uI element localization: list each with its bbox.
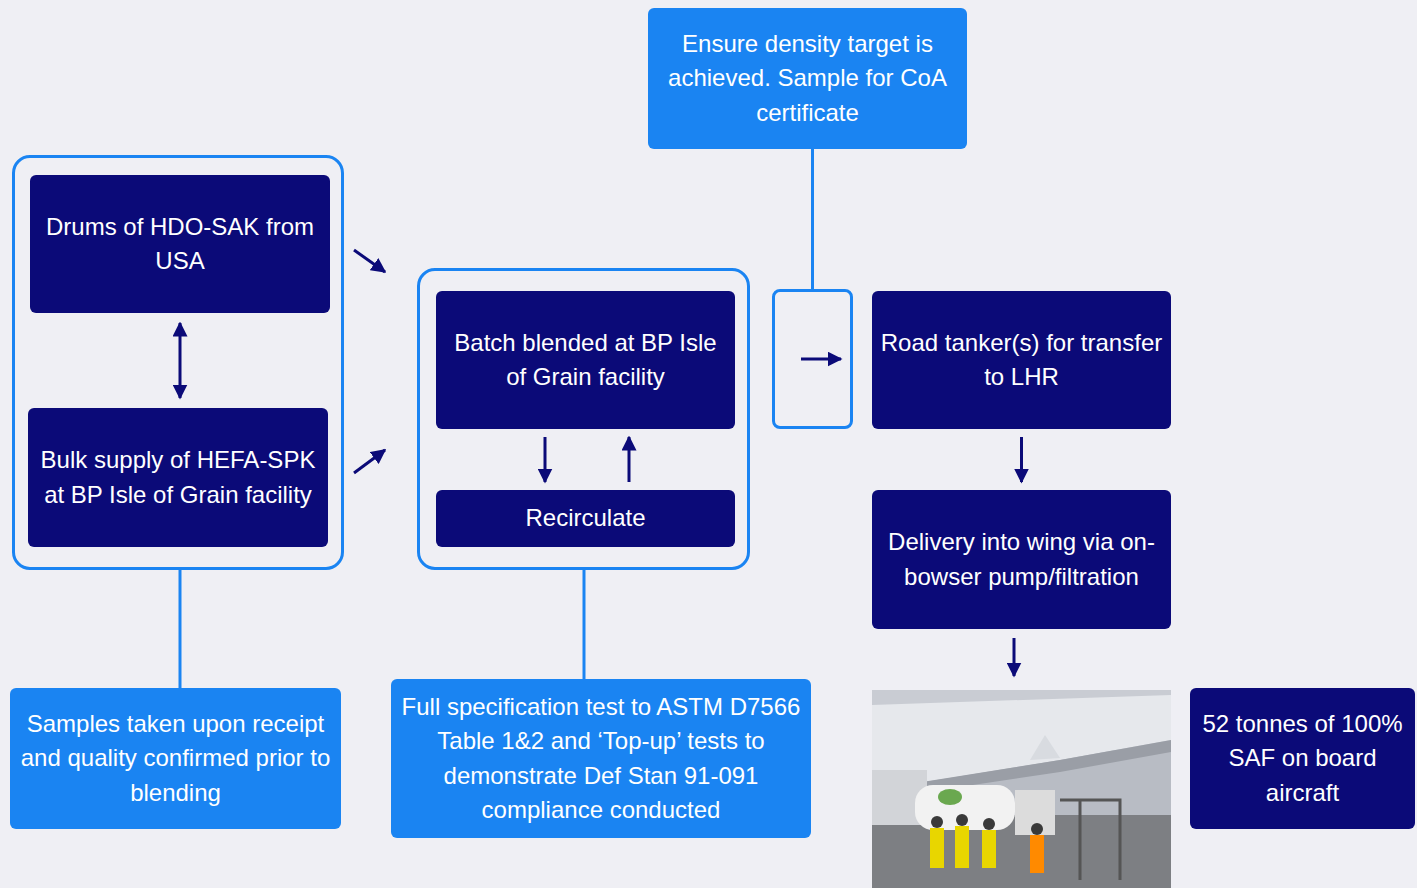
box-label: Samples taken upon receipt and quality c… bbox=[10, 701, 341, 815]
process-box: Drums of HDO-SAK from USA bbox=[30, 175, 330, 313]
box-label: Ensure density target is achieved. Sampl… bbox=[648, 21, 967, 135]
flow-arrow bbox=[628, 437, 631, 482]
leader-line bbox=[583, 570, 586, 679]
box-label: Batch blended at BP Isle of Grain facili… bbox=[436, 320, 735, 400]
note-box: Ensure density target is achieved. Sampl… bbox=[648, 8, 967, 149]
flow-arrow bbox=[1020, 437, 1023, 482]
process-box: Road tanker(s) for transfer to LHR bbox=[872, 291, 1171, 429]
leader-line bbox=[179, 570, 182, 688]
note-box: Samples taken upon receipt and quality c… bbox=[10, 688, 341, 829]
flow-arrow bbox=[354, 250, 385, 272]
process-box: Batch blended at BP Isle of Grain facili… bbox=[436, 291, 735, 429]
box-label: Drums of HDO-SAK from USA bbox=[30, 204, 330, 284]
flow-arrow bbox=[179, 323, 182, 398]
box-label: Bulk supply of HEFA-SPK at BP Isle of Gr… bbox=[28, 437, 328, 517]
transfer-arrow bbox=[783, 349, 843, 369]
leader-line bbox=[811, 149, 814, 289]
box-label: 52 tonnes of 100% SAF on board aircraft bbox=[1190, 701, 1415, 815]
process-box: 52 tonnes of 100% SAF on board aircraft bbox=[1190, 688, 1415, 829]
box-label: Full specification test to ASTM D7566 Ta… bbox=[391, 684, 811, 832]
group-frame: Batch blended at BP Isle of Grain facili… bbox=[417, 268, 750, 570]
box-label: Delivery into wing via on-bowser pump/fi… bbox=[872, 519, 1171, 599]
note-box: Full specification test to ASTM D7566 Ta… bbox=[391, 679, 811, 838]
process-box: Delivery into wing via on-bowser pump/fi… bbox=[872, 490, 1171, 629]
process-box: Recirculate bbox=[436, 490, 735, 547]
flow-arrow bbox=[544, 437, 547, 482]
box-label: Recirculate bbox=[517, 495, 653, 541]
box-label: Road tanker(s) for transfer to LHR bbox=[872, 320, 1171, 400]
flow-arrow bbox=[1013, 638, 1016, 676]
group-frame: Drums of HDO-SAK from USA Bulk supply of … bbox=[12, 155, 344, 570]
refuelling-photo bbox=[872, 690, 1171, 888]
process-box: Bulk supply of HEFA-SPK at BP Isle of Gr… bbox=[28, 408, 328, 547]
flow-arrow bbox=[354, 450, 385, 473]
transfer-frame bbox=[772, 289, 853, 429]
